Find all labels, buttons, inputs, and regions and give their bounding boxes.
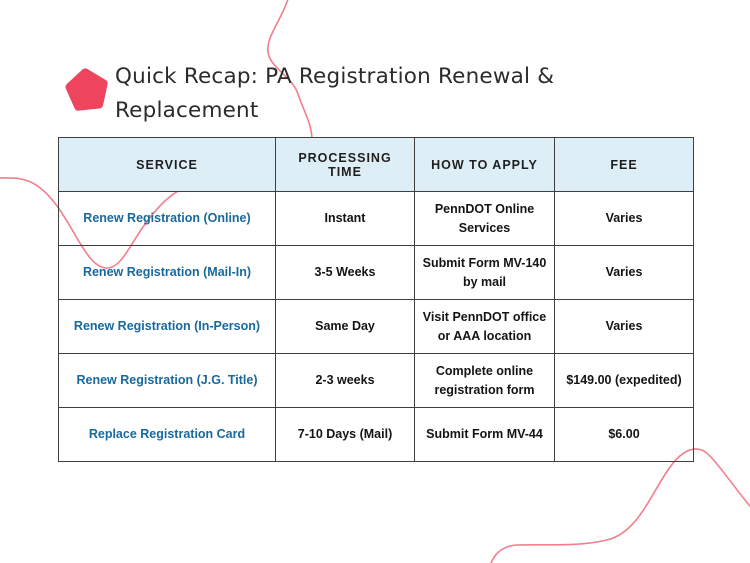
cell-how-to-apply: Visit PennDOT office or AAA location: [414, 299, 555, 354]
cell-fee: $149.00 (expedited): [554, 353, 694, 408]
pentagon-icon: [63, 66, 111, 113]
cell-processing-time: 7-10 Days (Mail): [275, 407, 415, 462]
cell-processing-time: 2-3 weeks: [275, 353, 415, 408]
table-row: Renew Registration (Online) Instant Penn…: [58, 191, 694, 246]
page-title-line2: Replacement: [115, 98, 259, 123]
cell-how-to-apply: Submit Form MV-140 by mail: [414, 245, 555, 300]
cell-how-to-apply: PennDOT Online Services: [414, 191, 555, 246]
page-title: Quick Recap: PA Registration Renewal & R…: [115, 60, 554, 128]
page-title-line1: Quick Recap: PA Registration Renewal &: [115, 64, 555, 89]
cell-how-to-apply: Complete online registration form: [414, 353, 555, 408]
cell-fee: Varies: [554, 245, 694, 300]
cell-fee: Varies: [554, 299, 694, 354]
table-row: Renew Registration (Mail-In) 3-5 Weeks S…: [58, 245, 694, 300]
header-cell-how-to-apply: HOW TO APPLY: [414, 137, 555, 192]
service-link[interactable]: Renew Registration (In-Person): [58, 299, 276, 354]
header-cell-service: SERVICE: [58, 137, 276, 192]
cell-processing-time: Same Day: [275, 299, 415, 354]
cell-how-to-apply: Submit Form MV-44: [414, 407, 555, 462]
squiggle-line-bottom-right-icon: [490, 448, 750, 563]
registration-recap-table: SERVICE PROCESSING TIME HOW TO APPLY FEE…: [58, 137, 694, 462]
cell-fee: Varies: [554, 191, 694, 246]
cell-fee: $6.00: [554, 407, 694, 462]
service-link[interactable]: Renew Registration (J.G. Title): [58, 353, 276, 408]
table-row: Renew Registration (In-Person) Same Day …: [58, 299, 694, 354]
cell-processing-time: Instant: [275, 191, 415, 246]
service-link[interactable]: Renew Registration (Mail-In): [58, 245, 276, 300]
header-cell-processing-time: PROCESSING TIME: [275, 137, 415, 192]
table-header-row: SERVICE PROCESSING TIME HOW TO APPLY FEE: [58, 137, 694, 192]
table-row: Replace Registration Card 7-10 Days (Mai…: [58, 407, 694, 462]
table-row: Renew Registration (J.G. Title) 2-3 week…: [58, 353, 694, 408]
service-link[interactable]: Replace Registration Card: [58, 407, 276, 462]
header-cell-fee: FEE: [554, 137, 694, 192]
service-link[interactable]: Renew Registration (Online): [58, 191, 276, 246]
cell-processing-time: 3-5 Weeks: [275, 245, 415, 300]
